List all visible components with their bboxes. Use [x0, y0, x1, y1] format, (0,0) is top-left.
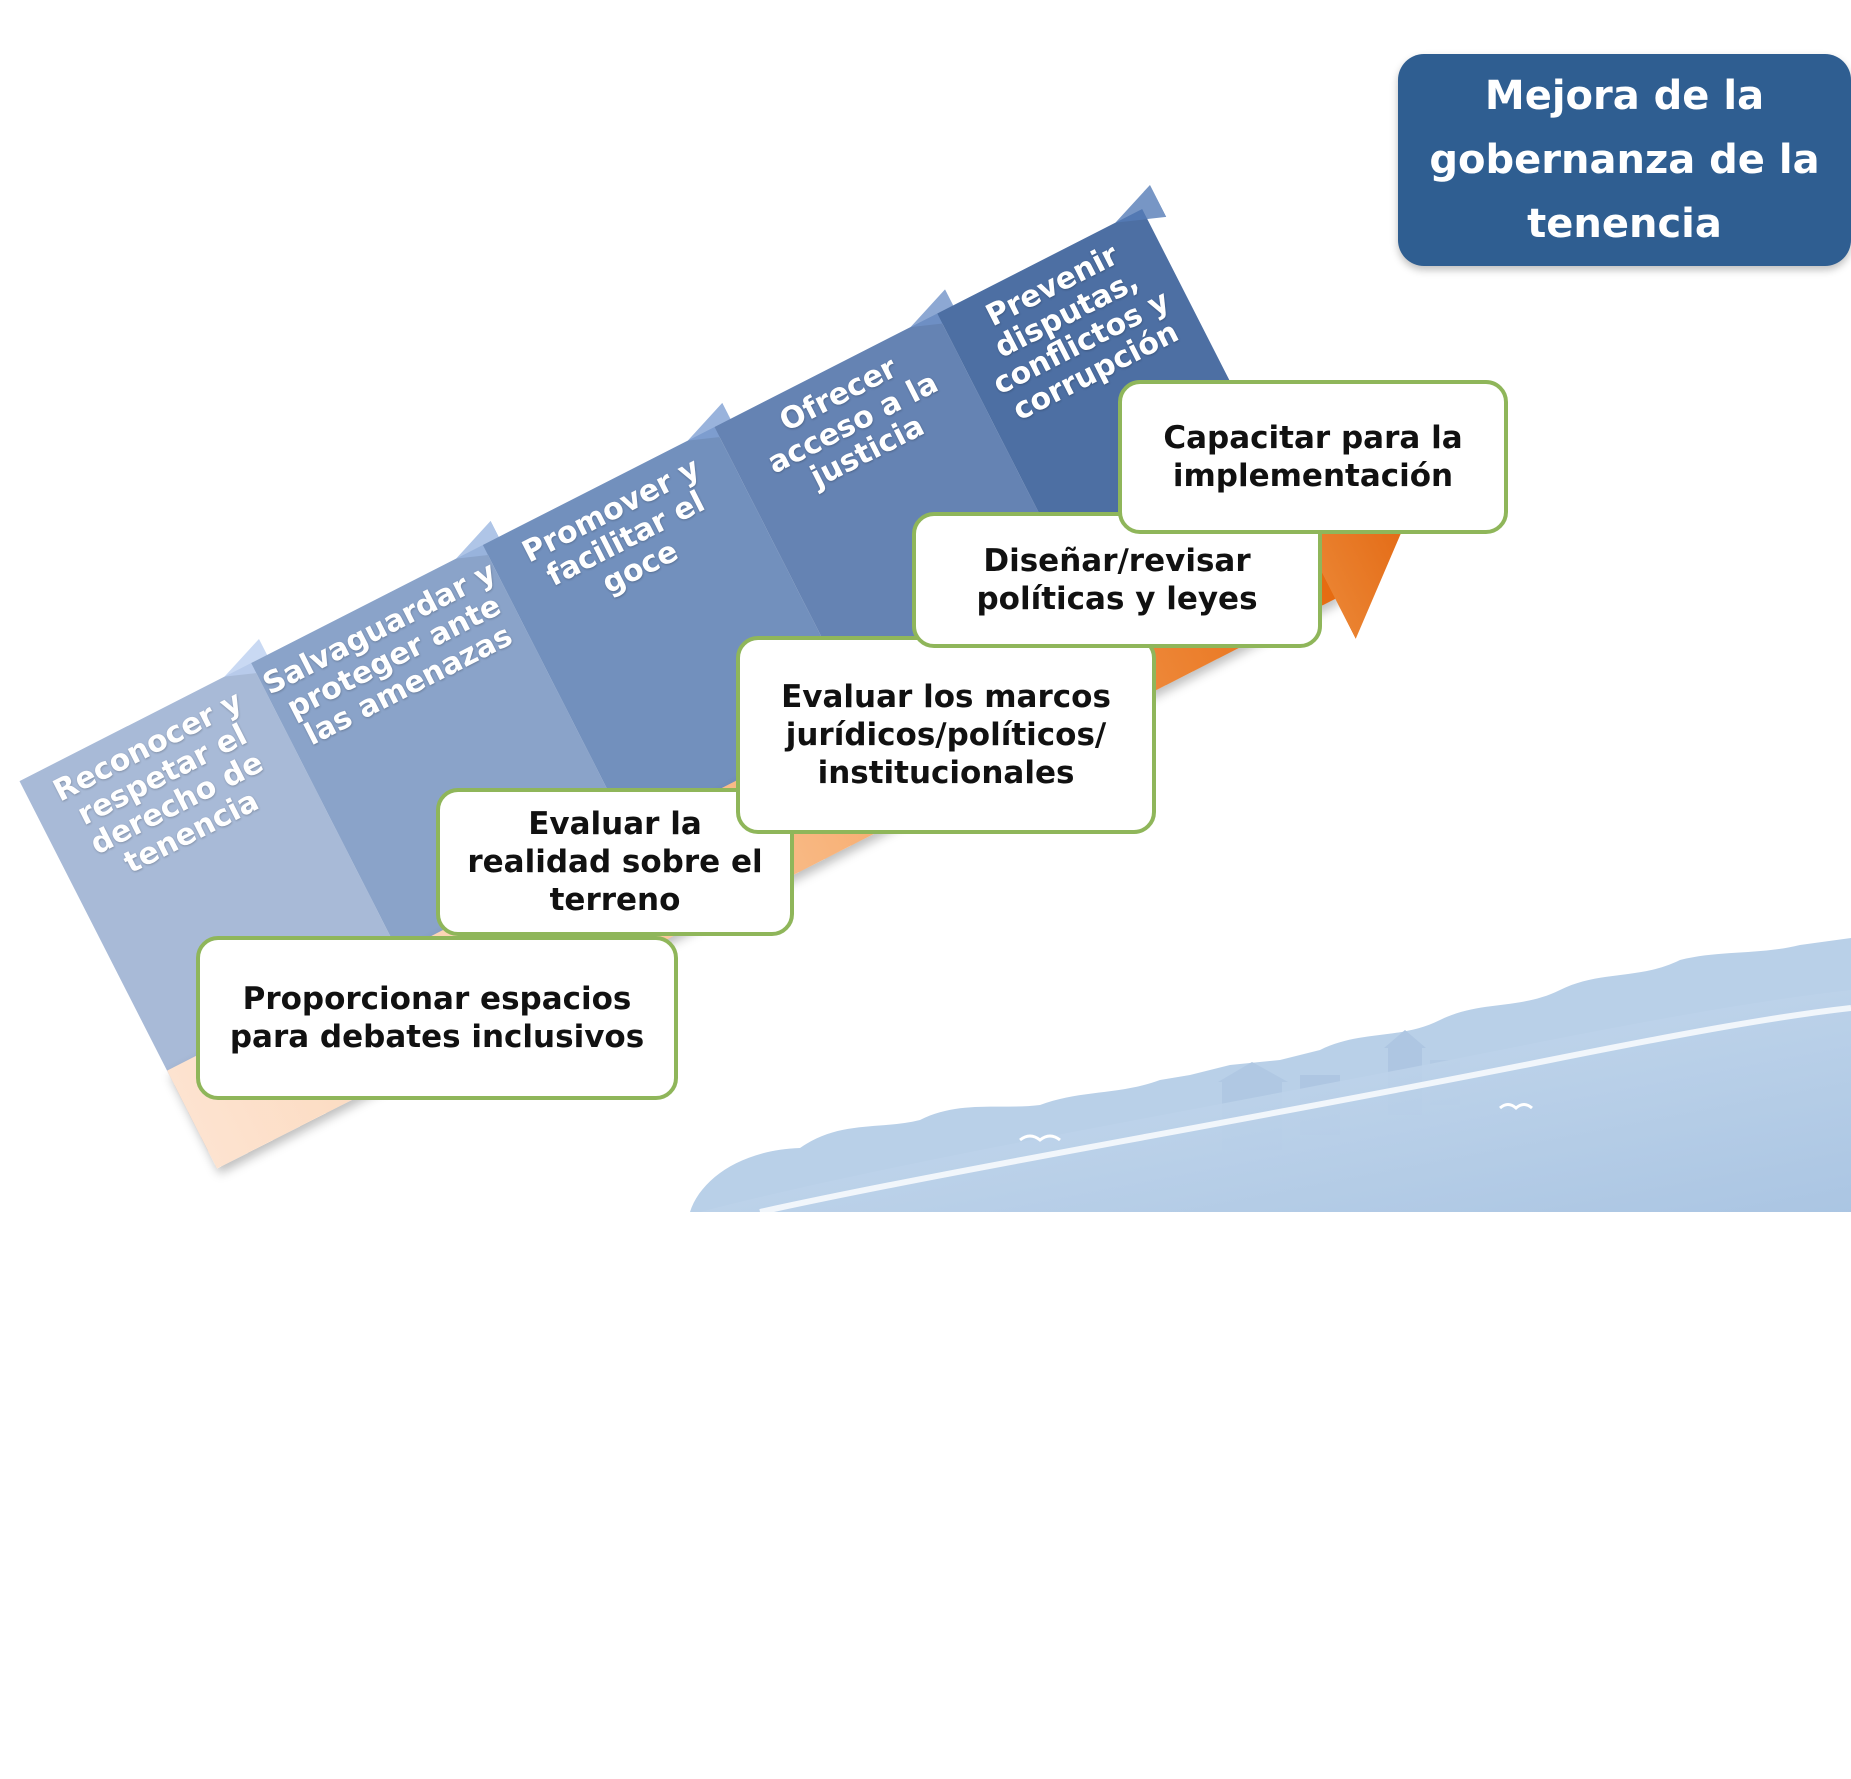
goal-box: Mejora de la gobernanza de la tenencia — [1398, 54, 1851, 266]
step-text: Diseñar/revisar políticas y leyes — [976, 543, 1258, 617]
step-text: Capacitar para la implementación — [1163, 420, 1463, 494]
step-text: Evaluar los marcos jurídicos/políticos/ … — [781, 679, 1111, 791]
bird-icon — [1499, 1103, 1533, 1110]
road — [700, 990, 1851, 1212]
step-box: Diseñar/revisar políticas y leyes — [912, 512, 1322, 648]
step-text: Proporcionar espacios para debates inclu… — [229, 981, 645, 1055]
bird-icon — [1019, 1134, 1061, 1142]
step-box: Evaluar los marcos jurídicos/políticos/ … — [736, 636, 1156, 834]
step-box: Proporcionar espacios para debates inclu… — [196, 936, 678, 1100]
step-text: Evaluar la realidad sobre el terreno — [467, 806, 763, 918]
step-box: Capacitar para la implementación — [1118, 380, 1508, 534]
goal-text: Mejora de la gobernanza de la tenencia — [1429, 73, 1820, 247]
step-box: Evaluar la realidad sobre el terreno — [436, 788, 794, 936]
landscape-illustration — [690, 938, 1851, 1212]
